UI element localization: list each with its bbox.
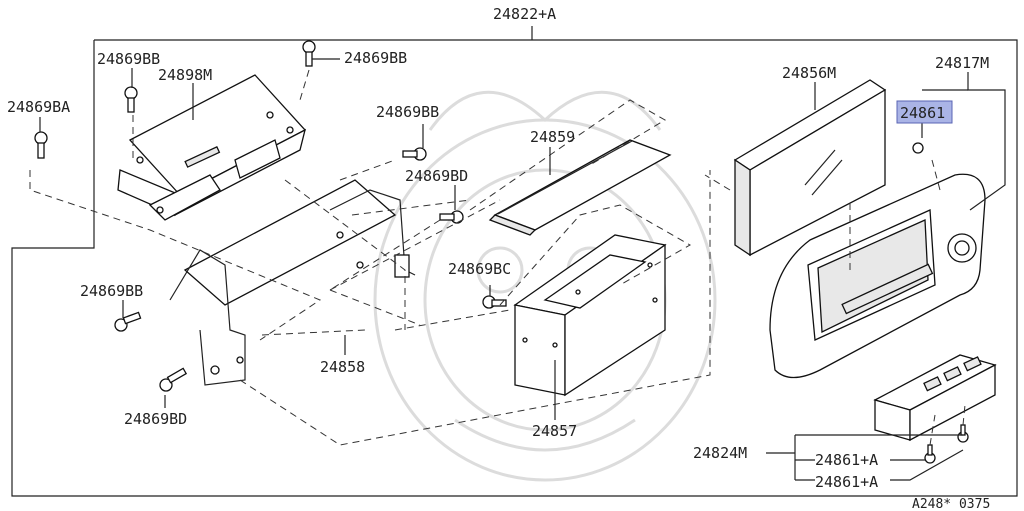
switch-part xyxy=(873,354,997,442)
label-switch-mount[interactable]: 24824M xyxy=(693,444,747,462)
label-bolt-ba[interactable]: 24869BA xyxy=(7,98,70,116)
label-screw-a2[interactable]: 24861+A xyxy=(815,473,878,491)
label-strip[interactable]: 24859 xyxy=(530,128,575,146)
label-screw-a1[interactable]: 24861+A xyxy=(815,451,878,469)
screw-a1-icon xyxy=(924,444,936,464)
label-box-mount[interactable]: 24817M xyxy=(935,54,989,72)
strip-part xyxy=(488,139,672,236)
label-bolt-bb-top1[interactable]: 24869BB xyxy=(97,50,160,68)
watermark-emblem xyxy=(373,90,717,482)
label-bolt-bd-mid[interactable]: 24869BD xyxy=(405,167,468,185)
assembly-outline xyxy=(11,26,1018,497)
leader-lines xyxy=(39,58,1006,481)
part-labels: 24822+A 24817M 24856M 24898M 24869BB 248… xyxy=(7,5,990,511)
screw-a2-icon xyxy=(957,424,969,443)
label-screw-highlight[interactable]: 24861 xyxy=(900,104,945,122)
screw-24861-icon xyxy=(912,142,924,154)
label-bolt-bb-mid[interactable]: 24869BB xyxy=(376,103,439,121)
bolt-ba-icon xyxy=(34,131,48,159)
highlight-box xyxy=(896,100,953,124)
label-cover[interactable]: 24856M xyxy=(782,64,836,82)
cover-part xyxy=(733,79,887,257)
left-bracket-part xyxy=(169,179,416,386)
bolts xyxy=(34,40,969,464)
label-bolt-bb-top2[interactable]: 24869BB xyxy=(344,49,407,67)
label-frame-box[interactable]: 24857 xyxy=(532,422,577,440)
label-bolt-bd-bottom[interactable]: 24869BD xyxy=(124,410,187,428)
bolt-bb-mid-icon xyxy=(402,147,427,161)
label-frame-left[interactable]: 24858 xyxy=(320,358,365,376)
label-bolt-bc[interactable]: 24869BC xyxy=(448,260,511,278)
label-bolt-bb-left[interactable]: 24869BB xyxy=(80,282,143,300)
bolt-bb-top1-icon xyxy=(124,86,138,113)
bolt-bd-bottom-icon xyxy=(159,367,188,392)
top-bracket-part xyxy=(117,74,307,221)
label-assembly[interactable]: 24822+A xyxy=(493,5,556,23)
bolt-bd-mid-icon xyxy=(439,210,464,224)
label-bracket-top[interactable]: 24898M xyxy=(158,66,212,84)
reference-code: A248* 0375 xyxy=(912,497,990,511)
bolt-bc-icon xyxy=(482,295,507,309)
alignment-dashes xyxy=(29,69,966,446)
bolt-bb-top2-icon xyxy=(302,40,316,67)
box-frame-part xyxy=(513,234,667,397)
bolt-bb-left-icon xyxy=(114,311,142,332)
